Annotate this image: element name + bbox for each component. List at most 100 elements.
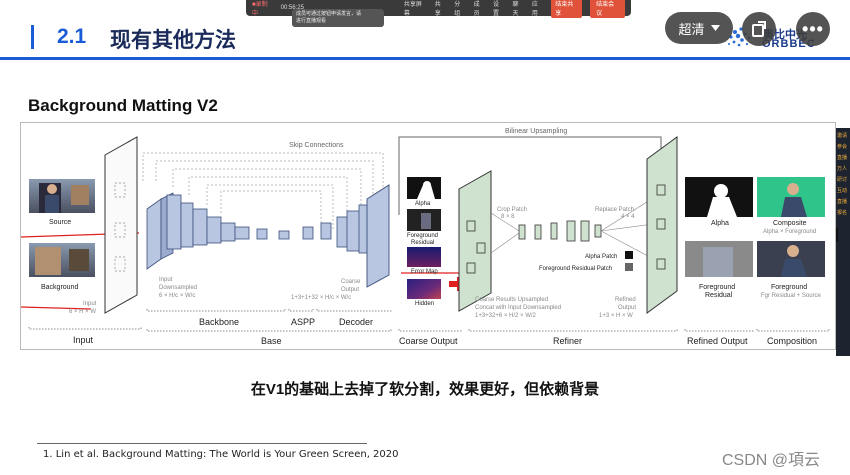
notice-line-2: 进行直播观看 — [296, 18, 327, 24]
section-number: 2.1 — [57, 25, 87, 48]
foreground-label: Foreground — [771, 284, 807, 291]
label-coarse-output: Coarse Output — [399, 336, 458, 346]
coarse-up-label-1: Coarse Results Upsampled — [475, 297, 548, 303]
header-divider — [0, 57, 850, 60]
refined-label-3: 1+3 × H × W — [599, 313, 633, 319]
downsampled-label-2: Downsampled — [159, 285, 197, 291]
label-decoder: Decoder — [339, 317, 373, 327]
alpha-patch-icon — [625, 251, 633, 259]
coarse-output-plane — [366, 184, 390, 288]
bilinear-upsampling-label: Bilinear Upsampling — [505, 128, 567, 135]
label-refined-output: Refined Output — [687, 336, 748, 346]
toolbar-item-group[interactable]: 分组 — [454, 2, 461, 17]
label-composition: Composition — [767, 336, 817, 346]
coarse-residual-label: Residual — [411, 240, 434, 246]
side-item[interactable]: 直播 — [837, 155, 848, 161]
toolbar-item-screen[interactable]: 共享屏幕 — [403, 2, 422, 17]
coarse-up-label-3: 1+3+32+6 × H/2 × W/2 — [475, 313, 537, 319]
aspp-dim-label: 1+3+1+32 × H/c × W/c — [291, 295, 351, 301]
rotate-screen-button[interactable] — [742, 12, 776, 46]
side-item[interactable]: 互动 — [837, 188, 848, 194]
quality-label: 超清 — [678, 21, 705, 37]
composite-label: Composite — [773, 220, 807, 227]
toolbar-item-apps[interactable]: 应用 — [531, 2, 538, 17]
slide-subtitle: Background Matting V2 — [28, 96, 218, 115]
refined-label-2: Output — [618, 305, 636, 311]
csdn-watermark: CSDN @項云 — [722, 452, 821, 469]
section-brackets — [28, 309, 830, 332]
replace-patch-label-2: 4 × 4 — [621, 214, 635, 220]
coarse-label-1: Coarse — [341, 279, 361, 285]
label-input: Input — [73, 335, 94, 345]
refined-label-1: Refined — [615, 297, 636, 303]
crop-patch-label-2: 8 × 8 — [501, 214, 515, 220]
replace-patch-label-1: Replace Patch — [595, 207, 634, 213]
hidden-image — [407, 279, 441, 299]
architecture-figure: Skip Connections Bilinear Upsampling Sou… — [20, 122, 836, 350]
side-item[interactable]: 直播 — [837, 199, 848, 205]
reference-text: 1. Lin et al. Background Matting: The Wo… — [43, 449, 399, 460]
side-item[interactable]: 参会 — [837, 144, 848, 150]
downsampled-label-3: 6 × H/c × W/c — [159, 293, 195, 299]
rotate-icon — [752, 21, 766, 37]
refiner-input-plane — [458, 170, 492, 312]
reference-divider — [37, 443, 367, 444]
background-thumbnail — [29, 243, 95, 277]
end-meeting-button[interactable]: 结束会议 — [590, 0, 625, 18]
coarse-up-label-2: Concat with Input Downsampled — [475, 305, 561, 311]
label-aspp: ASPP — [291, 317, 315, 327]
side-item[interactable]: 万人 — [837, 166, 848, 172]
refined-output-plane — [646, 136, 678, 314]
toolbar-item-members[interactable]: 成员 — [473, 2, 480, 17]
skip-connections-label: Skip Connections — [289, 142, 344, 149]
refined-fg-label-1: Foreground — [699, 284, 735, 291]
error-map-label: Error Map — [411, 269, 438, 275]
input-note: Input — [83, 301, 97, 307]
skip-connections — [142, 152, 384, 231]
toolbar-item-share[interactable]: 共享 — [434, 2, 441, 17]
side-item[interactable]: 邀请 — [837, 133, 848, 139]
slide-caption: 在V1的基础上去掉了软分割，效果更好，但依赖背景 — [250, 381, 600, 398]
downsampled-label-1: Input — [159, 277, 173, 283]
more-options-button[interactable]: ••• — [796, 12, 830, 46]
coarse-fg-label: Foreground — [407, 233, 438, 239]
label-backbone: Backbone — [199, 317, 239, 327]
refined-fg-label-2: Residual — [705, 292, 733, 299]
coarse-alpha-label: Alpha — [415, 201, 431, 207]
label-base: Base — [261, 336, 282, 346]
recording-indicator: ■录制中 — [252, 2, 268, 17]
input-dim: 6 × H × W — [69, 309, 96, 315]
toolbar-item-settings[interactable]: 设置 — [493, 2, 500, 17]
red-annotation-line — [21, 306, 92, 310]
bilinear-upsampling-line — [398, 136, 662, 215]
refined-alpha-label: Alpha — [711, 220, 729, 227]
toolbar-item-chat[interactable]: 聊天 — [512, 2, 519, 17]
side-item[interactable]: 报名 — [837, 210, 848, 216]
hidden-label: Hidden — [415, 301, 434, 307]
input-plane — [104, 136, 138, 314]
meeting-timer: 00:56:25 — [280, 5, 304, 11]
background-label: Background — [41, 284, 78, 291]
composite-sublabel: Alpha × Foreground — [763, 229, 816, 235]
source-thumbnail — [29, 179, 95, 213]
alpha-patch-label: Alpha Patch — [585, 254, 617, 260]
chevron-down-icon — [710, 25, 720, 31]
source-label: Source — [49, 219, 71, 226]
refiner-blocks — [518, 220, 602, 242]
label-refiner: Refiner — [553, 336, 582, 346]
fg-residual-patch-icon — [625, 263, 633, 271]
meeting-notice: 成员可通过按钮申请发言，请 进行直播观看 — [292, 9, 384, 27]
crop-patch-label-1: Crop Patch — [497, 207, 527, 213]
side-item[interactable]: 研讨 — [837, 177, 848, 183]
notice-line-1: 成员可通过按钮申请发言，请 — [296, 11, 362, 17]
section-title: 现有其他方法 — [110, 29, 236, 52]
header-accent-bar — [31, 25, 34, 49]
quality-selector[interactable]: 超清 — [665, 12, 733, 44]
error-map-image — [407, 247, 441, 267]
fg-residual-patch-label: Foreground Residual Patch — [539, 266, 612, 272]
side-chat-strip[interactable]: 邀请 参会 直播 万人 研讨 互动 直播 报名 — [836, 128, 850, 356]
coarse-label-2: Output — [341, 287, 359, 293]
backbone-blocks — [146, 192, 372, 270]
stop-share-button[interactable]: 结束共享 — [551, 0, 583, 18]
foreground-sublabel: Fgr Residual + Source — [761, 293, 822, 299]
